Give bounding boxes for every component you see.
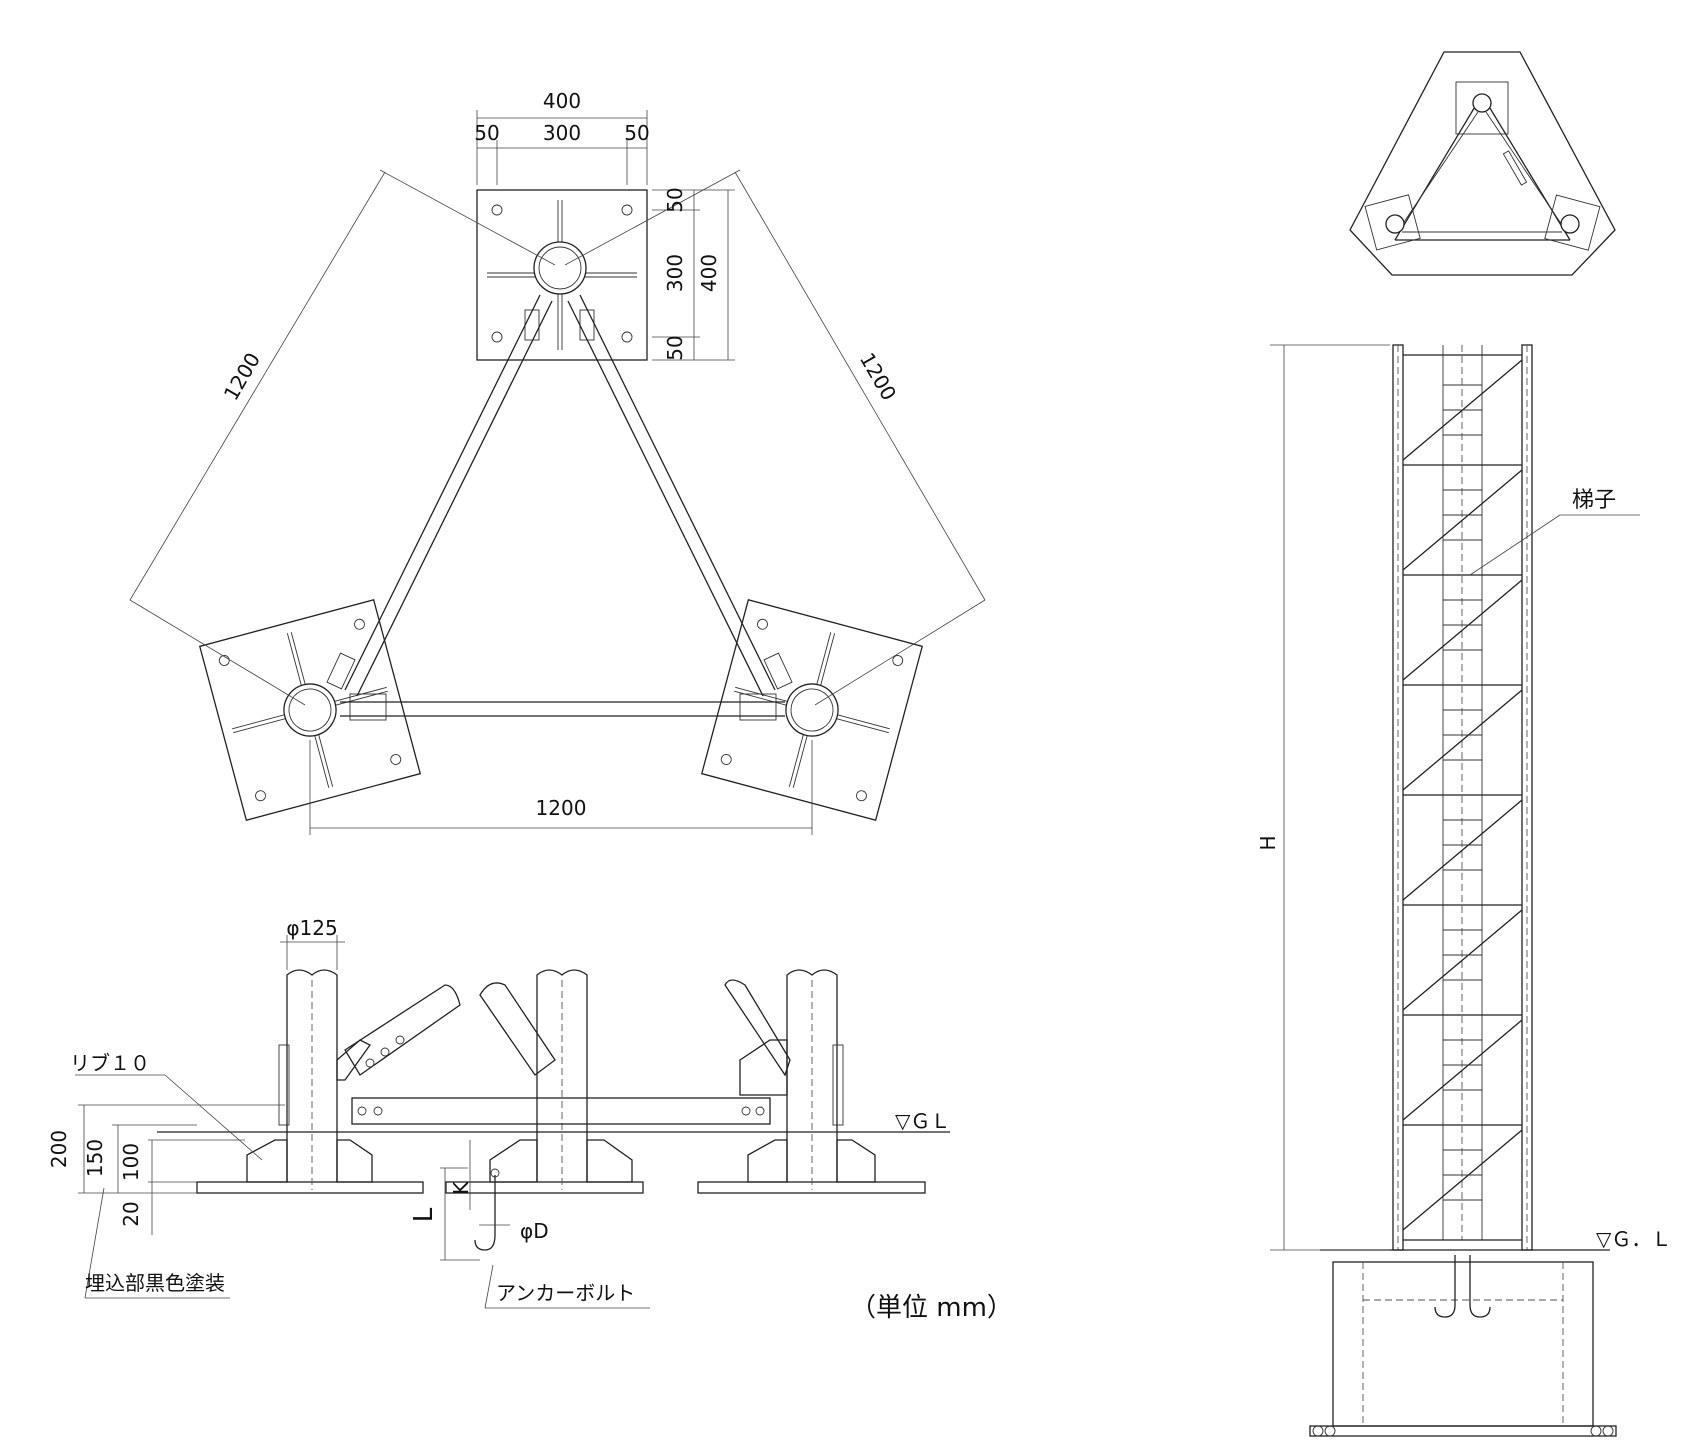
- tower-frames: [1403, 464, 1522, 1126]
- top-base-plate: [476, 189, 648, 361]
- plan-braces: [326, 294, 793, 721]
- elevation-detail: φ125 リブ１０ ▽ＧＬ 200 150 100 20 K L φD アンカー…: [47, 916, 1013, 1323]
- tower-gl-label: ▽Ｇ．Ｌ: [1596, 1227, 1671, 1251]
- pipe-diameter-label: φ125: [286, 916, 337, 940]
- height-label: H: [1256, 835, 1280, 850]
- tower-top-view: [1349, 51, 1616, 276]
- dim-right-total: 400: [697, 254, 721, 292]
- pipe-right: [747, 969, 876, 1190]
- anchor-bolt: [474, 1168, 500, 1251]
- dim-top-right: 50: [624, 121, 649, 145]
- tower-dimensions: [1270, 344, 1640, 1251]
- elevation-braces: [336, 979, 791, 1125]
- tower-legs: [1392, 344, 1533, 1251]
- elevation-dimensions: [75, 935, 650, 1309]
- dim-l: L: [409, 1207, 439, 1222]
- left-base-plate: [198, 598, 422, 822]
- dim-right-top: 50: [663, 187, 687, 212]
- plan-dimensions: [129, 110, 986, 835]
- ladder-rungs: [1443, 384, 1482, 1201]
- anchor-bolt-label: アンカーボルト: [496, 1281, 635, 1305]
- unit-label: （単位 mm）: [850, 1293, 1013, 1323]
- ladder-label: 梯子: [1572, 488, 1616, 513]
- dim-bottom: 1200: [536, 796, 587, 820]
- rib-label: リブ１０: [70, 1051, 150, 1075]
- dim-20: 20: [119, 1201, 143, 1226]
- dim-right-mid: 300: [663, 254, 687, 292]
- buried-paint-label: 埋込部黒色塗装: [85, 1271, 225, 1295]
- pipe-middle: [489, 969, 633, 1190]
- dim-top-left: 50: [474, 121, 499, 145]
- dim-100: 100: [119, 1143, 143, 1181]
- dim-top-total: 400: [543, 89, 581, 113]
- right-base-plate: [700, 598, 924, 822]
- dim-k: K: [449, 1181, 473, 1195]
- gl-label: ▽ＧＬ: [895, 1109, 950, 1133]
- dim-right-bot: 50: [663, 335, 687, 360]
- plan-view: 400 50 300 50 50 300 50 400 1200 1200 12…: [129, 89, 986, 835]
- tower-foundation: [1309, 1249, 1617, 1437]
- dim-side-left: 1200: [219, 348, 265, 404]
- dim-150: 150: [83, 1139, 107, 1177]
- dim-200: 200: [47, 1130, 71, 1168]
- tower-elevation: 梯子 H ▽Ｇ．Ｌ: [1256, 344, 1671, 1437]
- phi-d-label: φD: [520, 1219, 549, 1243]
- dim-top-mid: 300: [543, 121, 581, 145]
- dim-side-right: 1200: [855, 348, 901, 404]
- pipe-left: [246, 969, 373, 1190]
